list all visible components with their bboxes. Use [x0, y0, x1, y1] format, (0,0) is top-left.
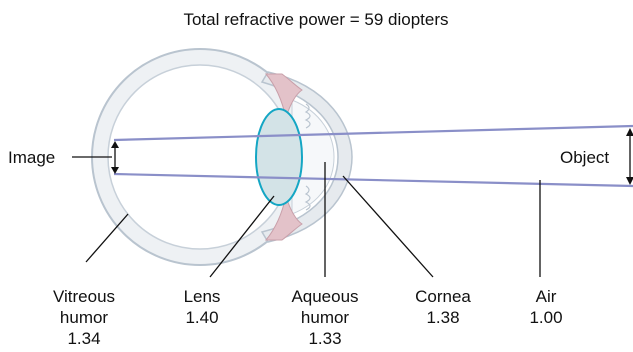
cornea-value: 1.38 — [426, 308, 459, 327]
ray-top — [113, 124, 633, 142]
aqueous-label-group: Aqueous humor 1.33 — [291, 287, 358, 348]
iris-upper — [264, 73, 303, 119]
anterior-segment — [260, 71, 353, 243]
air-label-group: Air 1.00 — [529, 287, 562, 327]
lens-value: 1.40 — [185, 308, 218, 327]
lens-shape — [255, 108, 303, 206]
object-arrow — [626, 128, 633, 185]
lens-leader — [209, 195, 275, 278]
aqueous-chamber — [291, 99, 335, 215]
light-rays — [113, 124, 633, 188]
cornea-name: Cornea — [415, 287, 471, 306]
vitreous-value: 1.34 — [67, 329, 100, 347]
vitreous-name-2: humor — [60, 308, 109, 327]
image-label: Image — [8, 148, 55, 167]
iris-lower — [264, 195, 303, 241]
ciliary-folds-upper — [304, 103, 311, 129]
vitreous-label-group: Vitreous humor 1.34 — [53, 287, 115, 348]
image-arrow — [111, 141, 119, 174]
air-name: Air — [536, 287, 557, 306]
lens-name: Lens — [184, 287, 221, 306]
lens-label-group: Lens 1.40 — [184, 287, 221, 327]
aqueous-name-2: humor — [301, 308, 350, 327]
ray-bottom — [113, 172, 633, 188]
vitreous-name-1: Vitreous — [53, 287, 115, 306]
air-value: 1.00 — [529, 308, 562, 327]
cornea-shape — [260, 71, 353, 243]
cornea-label-group: Cornea 1.38 — [415, 287, 471, 327]
aqueous-name-1: Aqueous — [291, 287, 358, 306]
aqueous-value: 1.33 — [308, 329, 341, 347]
ciliary-folds-lower — [304, 185, 311, 211]
cornea-leader — [342, 175, 434, 278]
vitreous-leader — [85, 213, 129, 263]
object-label: Object — [560, 148, 609, 167]
leader-lines — [85, 162, 541, 278]
diagram-title: Total refractive power = 59 diopters — [183, 10, 448, 29]
